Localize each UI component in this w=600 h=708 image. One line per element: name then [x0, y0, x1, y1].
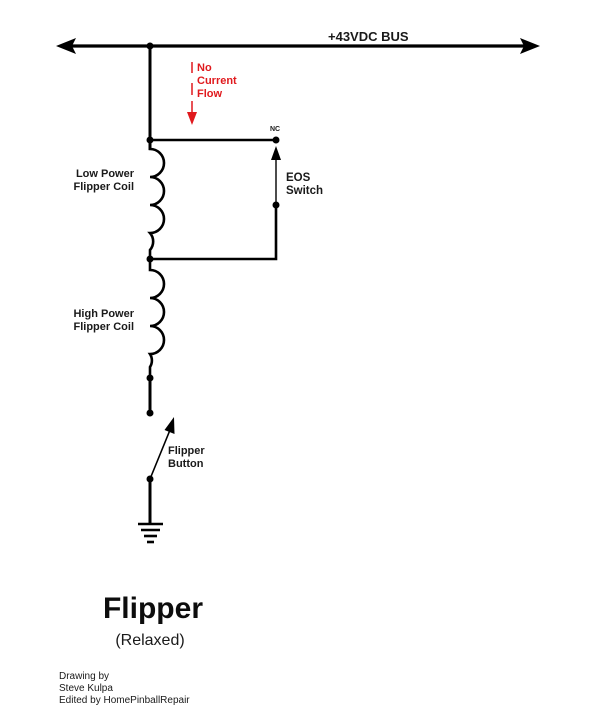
annotation-line: Flow — [197, 88, 223, 100]
high-coil-label-line: High Power — [73, 308, 134, 320]
eos-label-line: Switch — [286, 185, 324, 197]
eos-switch-icon — [150, 146, 281, 261]
button-top-contact-dot — [146, 409, 154, 417]
dc-bus — [56, 38, 540, 54]
eos-label-line: EOS — [286, 172, 311, 184]
low-coil-label-line: Low Power — [75, 168, 134, 180]
low-power-coil-icon — [147, 140, 166, 259]
bus-label: +43VDC BUS — [328, 29, 409, 44]
credit-line: Drawing by — [59, 671, 110, 682]
no-current-arrow-icon — [187, 62, 197, 125]
bus-arrow-right — [520, 38, 540, 54]
high-power-coil-label: High Power Flipper Coil — [62, 308, 134, 334]
low-coil-label-line: Flipper Coil — [73, 181, 135, 193]
bus-arrow-left — [56, 38, 76, 54]
flipper-button-switch-icon — [146, 417, 175, 483]
annotation-line: Current — [197, 75, 237, 87]
diagram-subtitle: (Relaxed) — [115, 632, 185, 649]
button-label-line: Flipper — [168, 445, 205, 457]
bus-junction-dot — [146, 42, 154, 50]
high-coil-label-line: Flipper Coil — [73, 321, 135, 333]
low-power-coil-label: Low Power Flipper Coil — [62, 168, 135, 194]
eos-switch-label: EOS Switch — [286, 172, 323, 198]
ground-icon — [138, 522, 163, 544]
button-label-line: Button — [168, 458, 204, 470]
diagram-title: Flipper — [102, 592, 203, 625]
nc-contact-dot — [272, 136, 280, 144]
nc-label: NC — [270, 126, 281, 133]
high-power-coil-icon — [147, 259, 166, 378]
credit-line: Edited by HomePinballRepair — [59, 695, 190, 706]
credit-line: Steve Kulpa — [59, 683, 113, 694]
no-current-flow-annotation: No Current Flow — [197, 62, 237, 101]
credits: Drawing by Steve Kulpa Edited by HomePin… — [59, 671, 190, 707]
annotation-line: No — [197, 62, 212, 74]
flipper-button-label: Flipper Button — [168, 445, 205, 471]
